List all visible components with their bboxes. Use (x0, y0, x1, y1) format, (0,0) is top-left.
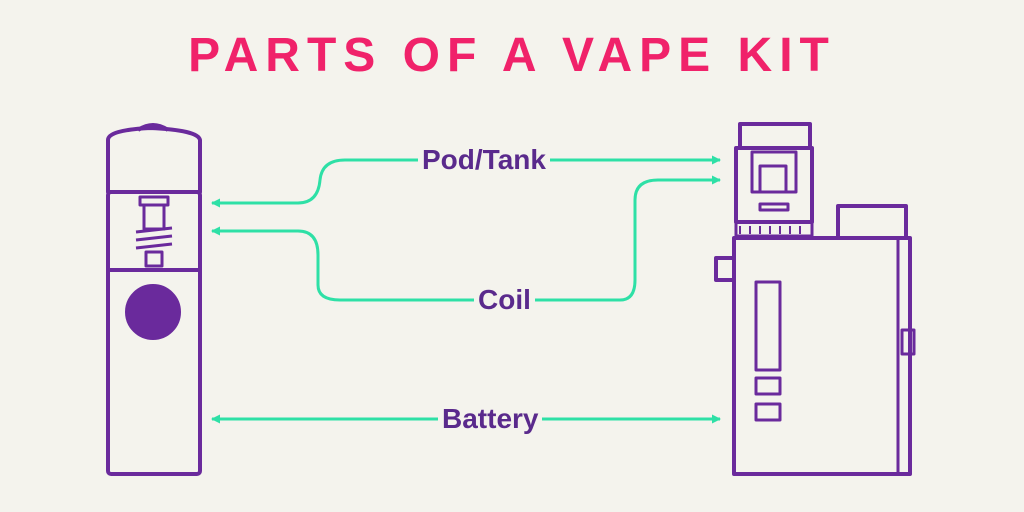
box-mod-device-icon (714, 122, 916, 476)
page-title: PARTS OF A VAPE KIT (188, 29, 836, 82)
coil-connector-arrow (211, 175, 721, 302)
pod-tank-label: Pod/Tank (418, 143, 550, 177)
pod-vape-device-icon (106, 123, 202, 476)
battery-label: Battery (438, 402, 543, 436)
coil-label: Coil (474, 283, 535, 317)
